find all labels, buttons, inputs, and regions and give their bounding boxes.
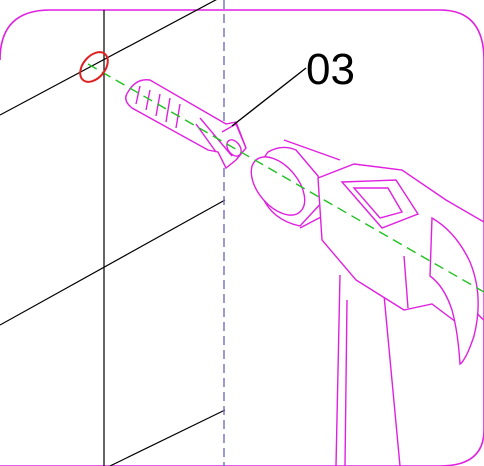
drill-axis-line bbox=[87, 63, 484, 293]
callout-leader-line bbox=[231, 67, 307, 127]
callout-label: 03 bbox=[306, 45, 355, 94]
anchor-body bbox=[125, 79, 247, 170]
wall-grid bbox=[0, 0, 226, 466]
red-circle-marker-icon bbox=[79, 51, 109, 83]
wall-plug-anchor bbox=[125, 79, 247, 170]
diagram-frame bbox=[0, 9, 484, 466]
hammer-claw bbox=[429, 216, 479, 366]
hammer bbox=[250, 139, 484, 466]
hammer-handle bbox=[335, 274, 401, 466]
